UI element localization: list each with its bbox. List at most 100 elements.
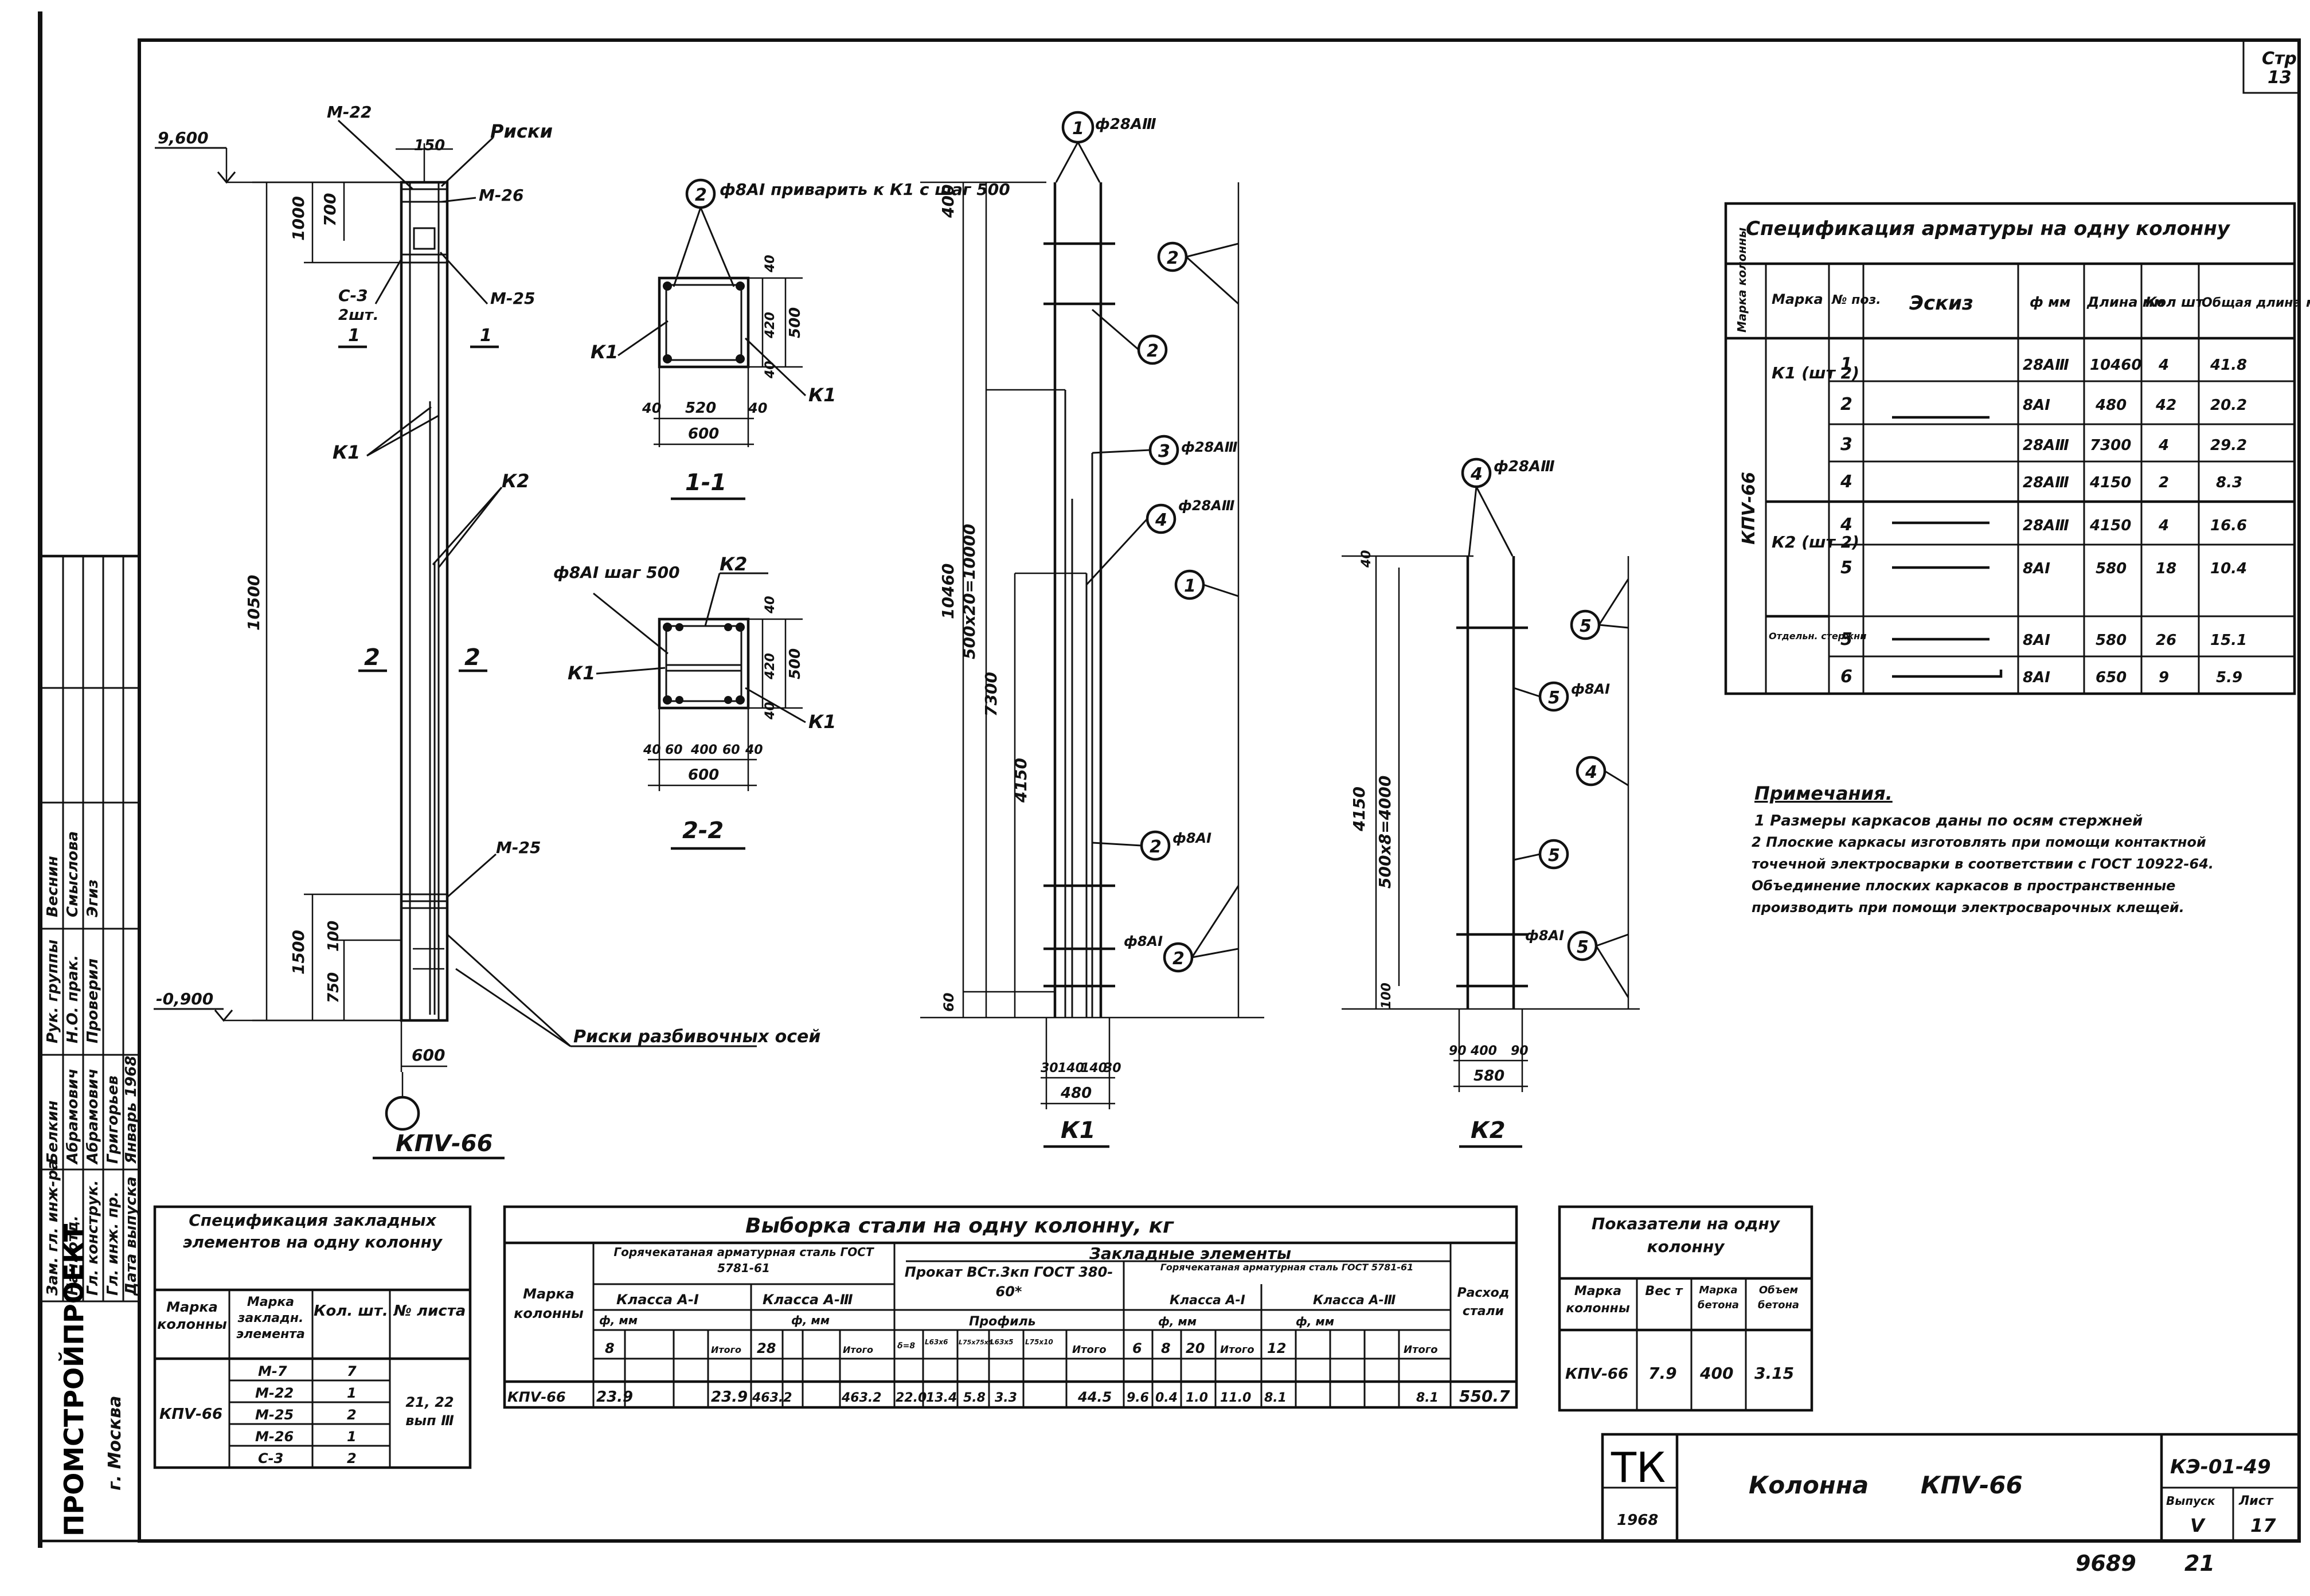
k1-dim-4150: 4150 [1011, 758, 1030, 803]
k1-callout-text-2: 2 [1147, 341, 1159, 361]
k2-dim-40: 40 [1359, 550, 1374, 568]
k1-dim-7300: 7300 [982, 672, 1000, 717]
steel-sub-prof-2: L75x75x6 [959, 1339, 993, 1346]
section-2-k1-left: К1 [568, 662, 595, 684]
steel-title: Выборка стали на одну колонну, кг [745, 1214, 1174, 1238]
steel-row-emb-a1-total: 11.0 [1220, 1391, 1251, 1405]
loose-row1-total: 15.1 [2210, 632, 2247, 649]
note-1: 1 Размеры каркасов даны по осям стержней [1754, 812, 2143, 830]
k2-row1-pos: 4 [1840, 515, 1852, 535]
steel-h-dia-a1: ф, мм [599, 1313, 638, 1327]
sig-role-7: Дата выпуска [123, 1176, 140, 1296]
column-elevation: 9,600 -0,900 150 1000 700 10500 1500 100… [154, 103, 820, 1160]
sig-role-1: Н.О. прак. [64, 955, 81, 1043]
page-corner-box [2242, 39, 2300, 94]
emb-h-qty: Кол. шт. [314, 1302, 388, 1320]
k1-bar-label-0: ф28АⅢ [1181, 439, 1238, 455]
steel-h-colmark: Марка колонны [514, 1286, 584, 1321]
s2-dim-500: 500 [787, 648, 804, 679]
k1-row1-qty: 4 [2158, 357, 2169, 374]
org-city: г. Москва [105, 1396, 125, 1491]
steel-row-prof-0: 22.0 [896, 1391, 927, 1405]
k1-row2-len: 480 [2095, 397, 2127, 414]
rebar-spec-title: Спецификация арматуры на одну колонну [1746, 217, 2231, 240]
sig-role-0: Рук. группы [44, 940, 61, 1043]
section-mark-2-right: 2 [464, 644, 480, 671]
k1-row4-total: 8.3 [2216, 474, 2242, 491]
emb-h-sheet: № листа [393, 1302, 466, 1320]
s1-dim-420: 420 [763, 312, 777, 339]
title-block: ТК 1968 Колонна КПⅤ-66 КЭ-01-49 Выпуск Ⅴ… [1601, 1433, 2301, 1543]
sig-name-1: Смыслова [64, 831, 81, 917]
emb-row5-qty: 2 [347, 1450, 357, 1466]
k1-dim-10460: 10460 [939, 564, 957, 619]
rebar-h-qty: Кол шт [2145, 294, 2205, 310]
k2-dim-4150: 4150 [1350, 787, 1369, 832]
emb-row2-qty: 1 [347, 1385, 357, 1401]
steel-h-prof: Прокат ВСт.3кп ГОСТ 380-60* [904, 1264, 1113, 1300]
rebar-h-dia: ф мм [2030, 294, 2070, 310]
section-mark-1-left: 1 [348, 326, 360, 346]
rebar-group-k2: К2 (шт 2) [1772, 533, 1859, 551]
sig-role-4: Нач. отд. [64, 1215, 81, 1296]
ind-row-weight: 7.9 [1648, 1364, 1677, 1383]
s2-dim-600: 600 [688, 766, 719, 784]
dim-600: 600 [412, 1046, 445, 1065]
level-top: 9,600 [158, 128, 209, 147]
k1-callout-text-6: 2 [1150, 837, 1162, 857]
emb-row1-mark: М-7 [258, 1363, 287, 1379]
k1-dim-10000: 500x20=10000 [960, 524, 979, 659]
rebar-spec-table: Спецификация арматуры на одну колонну Ма… [1724, 202, 2310, 695]
emb-row5-mark: С-3 [258, 1450, 283, 1466]
steel-sub-emb-a1-20: 20 [1186, 1340, 1205, 1356]
s2-dim-40c: 40 [643, 743, 661, 757]
k2-callout-text-2: 5 [1548, 688, 1560, 708]
steel-sub-a1-8: 8 [605, 1340, 615, 1356]
bottom-page-number: 21 [2184, 1551, 2215, 1576]
k1-bar-label-2: ф8АI [1172, 830, 1211, 846]
level-bottom: -0,900 [156, 989, 213, 1008]
title-issue-label: Выпуск [2166, 1494, 2215, 1508]
k1-row4-len: 4150 [2089, 474, 2131, 491]
k2-dim-4000: 500x8=4000 [1375, 776, 1394, 889]
title-mark: КПⅤ-66 [1921, 1471, 2023, 1499]
k2-callout-text-3: 4 [1585, 762, 1597, 783]
rebar-group-k1: К1 (шт 2) [1772, 363, 1859, 382]
label-c3: С-3 [338, 286, 368, 305]
title-year: 1968 [1617, 1512, 1658, 1529]
s2-dim-60b: 60 [722, 743, 740, 757]
s2-dim-60a: 60 [665, 743, 683, 757]
k2-row2-pos: 5 [1840, 558, 1852, 578]
section-2-outline [658, 617, 750, 710]
k1-row2-total: 20.2 [2210, 397, 2247, 414]
s2-dim-420: 420 [763, 653, 777, 680]
dim-1000: 1000 [289, 196, 308, 241]
ind-h-volume: Объем бетона [1757, 1284, 1800, 1311]
steel-sub-a3-28: 28 [757, 1340, 776, 1356]
k1-row3-qty: 4 [2158, 437, 2169, 454]
indicators-table: Показатели на одну колонну Марка колонны… [1558, 1205, 1813, 1412]
emb-column-mark: КПⅤ-66 [159, 1406, 222, 1423]
ind-h-grade: Марка бетона [1697, 1284, 1740, 1311]
title-sheet-label: Лист [2238, 1494, 2274, 1508]
k2-row2-len: 580 [2096, 560, 2127, 577]
k1-row3-total: 29.2 [2210, 437, 2247, 454]
s1-dim-600: 600 [688, 425, 719, 443]
page-corner-number: 13 [2268, 68, 2292, 88]
k2-row2-total: 10.4 [2210, 560, 2247, 577]
steel-row-mark: КПⅤ-66 [507, 1389, 566, 1405]
k1-dim-400: 400 [939, 185, 957, 218]
loose-row1-qty: 26 [2156, 632, 2176, 649]
steel-sub-prof-total: Итого [1072, 1344, 1107, 1356]
rebar-h-len: Длина мм [2086, 294, 2165, 310]
section-1-k1-right: К1 [808, 384, 836, 406]
label-m25-top: М-25 [490, 289, 535, 308]
k1-row3-pos: 3 [1840, 435, 1852, 455]
rebar-h-colmark: Марка колонны [1735, 228, 1749, 332]
s1-dim-40d: 40 [748, 400, 767, 416]
label-k1: К1 [333, 441, 360, 463]
emb-row3-mark: М-25 [255, 1407, 294, 1423]
k1-callout-text-3: 3 [1158, 441, 1170, 461]
section-2-k1-right: К1 [808, 711, 836, 733]
